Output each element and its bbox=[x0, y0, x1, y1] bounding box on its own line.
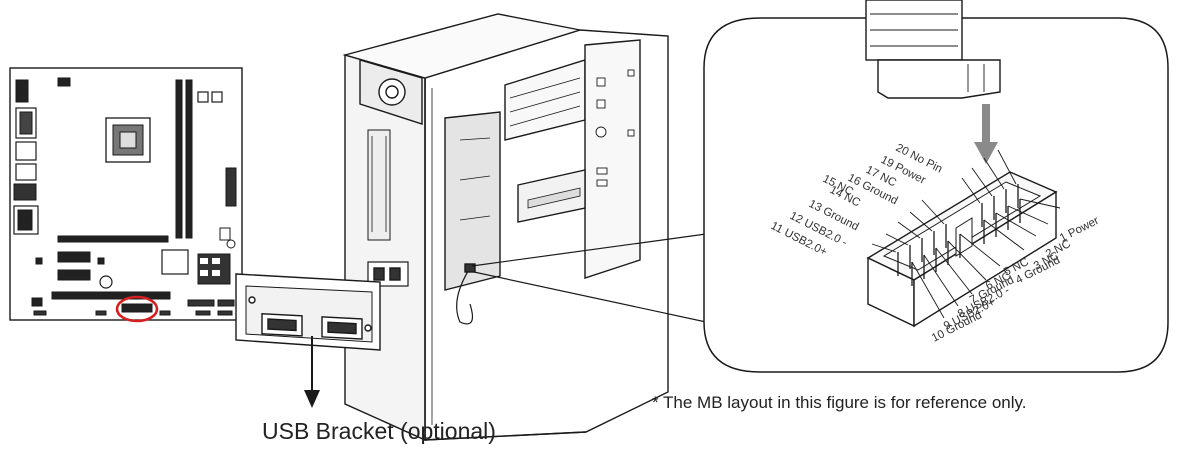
insert-down-arrow bbox=[974, 104, 998, 164]
usb-cable-plug bbox=[865, 0, 1001, 99]
pc-case-illustration bbox=[342, 13, 669, 442]
usb-bracket-caption: USB Bracket (optional) bbox=[262, 418, 496, 444]
zoom-bubble bbox=[703, 17, 1169, 373]
reference-note: * The MB layout in this figure is for re… bbox=[652, 393, 1027, 412]
usb-header-highlight-circle bbox=[115, 295, 159, 323]
zoom-callout-lines bbox=[471, 233, 707, 323]
bracket-down-arrow bbox=[304, 336, 320, 408]
motherboard-illustration bbox=[9, 67, 243, 321]
usb-bracket-illustration bbox=[235, 273, 381, 351]
pin-leader-lines bbox=[871, 149, 1061, 319]
